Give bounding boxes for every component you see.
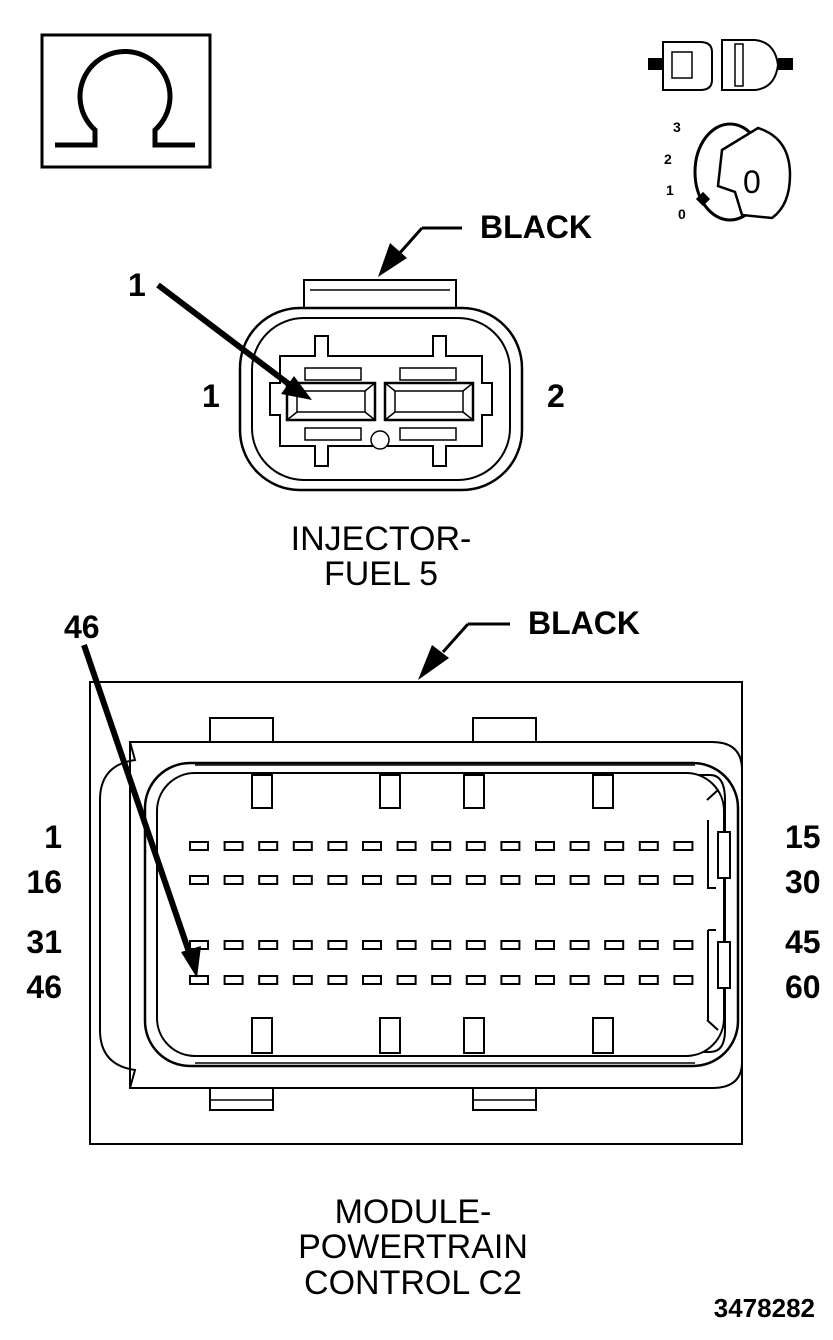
pcm-pin-6: [362, 841, 382, 851]
pcm-pin-12: [569, 841, 590, 851]
pcm-pin-5: [327, 841, 348, 851]
pcm-pin-8: [431, 841, 452, 851]
pcm-pin-27: [569, 875, 590, 885]
pcm-pin-3: [258, 841, 279, 851]
pcm-pin-26: [535, 875, 555, 885]
pcm-pin-48: [258, 975, 279, 985]
pcm-pin-28: [604, 875, 625, 885]
pcm-pin-55: [500, 975, 521, 985]
pcm-title-line3: CONTROL C2: [304, 1264, 522, 1302]
pcm-pin-10: [500, 841, 521, 851]
pcm-pin-4: [292, 841, 313, 851]
pcm-pin-59: [638, 975, 659, 985]
pcm-pin-25: [500, 875, 521, 885]
pcm-color-label: BLACK: [528, 605, 640, 641]
pcm-connector: BLACK: [26, 605, 820, 1302]
ignition-pos-0: 0: [678, 206, 686, 222]
injector-probe-pin-label: 1: [128, 267, 146, 303]
pcm-row-label-left-2: 16: [26, 864, 62, 900]
ignition-pos-2: 2: [664, 151, 672, 167]
ignition-pos-1: 1: [666, 182, 674, 198]
injector-title-line1: INJECTOR-: [291, 520, 472, 558]
pcm-pin-38: [431, 940, 452, 950]
pcm-pin-9: [465, 841, 486, 851]
pcm-pin-24: [465, 875, 486, 885]
pcm-pin-35: [327, 940, 348, 950]
pcm-pin-14: [638, 841, 659, 851]
pcm-pin-58: [604, 975, 625, 985]
pcm-pin-46: [189, 975, 209, 985]
pcm-probe-pin-label: 46: [64, 609, 100, 645]
figure-number: 3478282: [714, 1293, 815, 1323]
injector-pin-1-label: 1: [202, 378, 220, 414]
ignition-key-label: 0: [743, 164, 761, 200]
ohm-symbol-icon: [40, 33, 212, 169]
pcm-pin-36: [362, 940, 382, 950]
pcm-pin-39: [465, 940, 486, 950]
pcm-pin-47: [223, 975, 244, 985]
disconnected-connector-icon: [648, 39, 793, 91]
pcm-row-label-left-1: 1: [44, 819, 62, 855]
pcm-pin-30: [673, 875, 694, 885]
pcm-pin-41: [535, 940, 555, 950]
pcm-row-label-right-4: 60: [785, 969, 821, 1005]
pcm-pin-32: [223, 940, 244, 950]
pcm-pin-13: [604, 841, 625, 851]
ignition-pos-3: 3: [673, 119, 681, 135]
pcm-row-label-right-1: 15: [785, 819, 821, 855]
pcm-pin-42: [569, 940, 590, 950]
pcm-pin-grid: [189, 841, 694, 985]
pcm-pin-29: [638, 875, 659, 885]
pcm-pin-56: [535, 975, 555, 985]
pcm-pin-54: [465, 975, 486, 985]
pcm-pin-40: [500, 940, 521, 950]
pcm-title-line1: MODULE-: [335, 1193, 492, 1231]
pcm-pin-37: [396, 940, 417, 950]
pcm-row-label-right-3: 45: [785, 924, 821, 960]
pcm-pin-2: [223, 841, 244, 851]
pcm-pin-49: [292, 975, 313, 985]
pcm-pin-60: [673, 975, 694, 985]
pcm-pin-44: [638, 940, 659, 950]
pcm-pin-34: [292, 940, 313, 950]
injector-color-label: BLACK: [480, 209, 592, 245]
pcm-pin-52: [396, 975, 417, 985]
injector-connector: BLACK: [128, 209, 592, 593]
pcm-pin-57: [569, 975, 590, 985]
pcm-pin-53: [431, 975, 452, 985]
pcm-pin-43: [604, 940, 625, 950]
injector-title-line2: FUEL 5: [324, 555, 438, 593]
pcm-pin-1: [189, 841, 209, 851]
pcm-pin-51: [362, 975, 382, 985]
pcm-row-label-left-3: 31: [26, 924, 62, 960]
pcm-pin-11: [535, 841, 555, 851]
pcm-pin-17: [223, 875, 244, 885]
pcm-row-label-right-2: 30: [785, 864, 821, 900]
pcm-row-label-left-4: 46: [26, 969, 62, 1005]
pcm-pin-18: [258, 875, 279, 885]
pcm-pin-19: [292, 875, 313, 885]
pcm-pin-7: [396, 841, 417, 851]
ignition-key-icon: 3 2 1 0 0: [664, 119, 792, 222]
pcm-pin-50: [327, 975, 348, 985]
injector-pin-2-label: 2: [547, 378, 565, 414]
pcm-pin-23: [431, 875, 452, 885]
pcm-pin-45: [673, 940, 694, 950]
pcm-pin-22: [396, 875, 417, 885]
pcm-pin-20: [327, 875, 348, 885]
injector-pin-2: [383, 381, 475, 422]
pcm-title-line2: POWERTRAIN: [298, 1228, 528, 1266]
pcm-pin-15: [673, 841, 694, 851]
pcm-pin-21: [362, 875, 382, 885]
pcm-pin-33: [258, 940, 279, 950]
pcm-pin-16: [189, 875, 209, 885]
